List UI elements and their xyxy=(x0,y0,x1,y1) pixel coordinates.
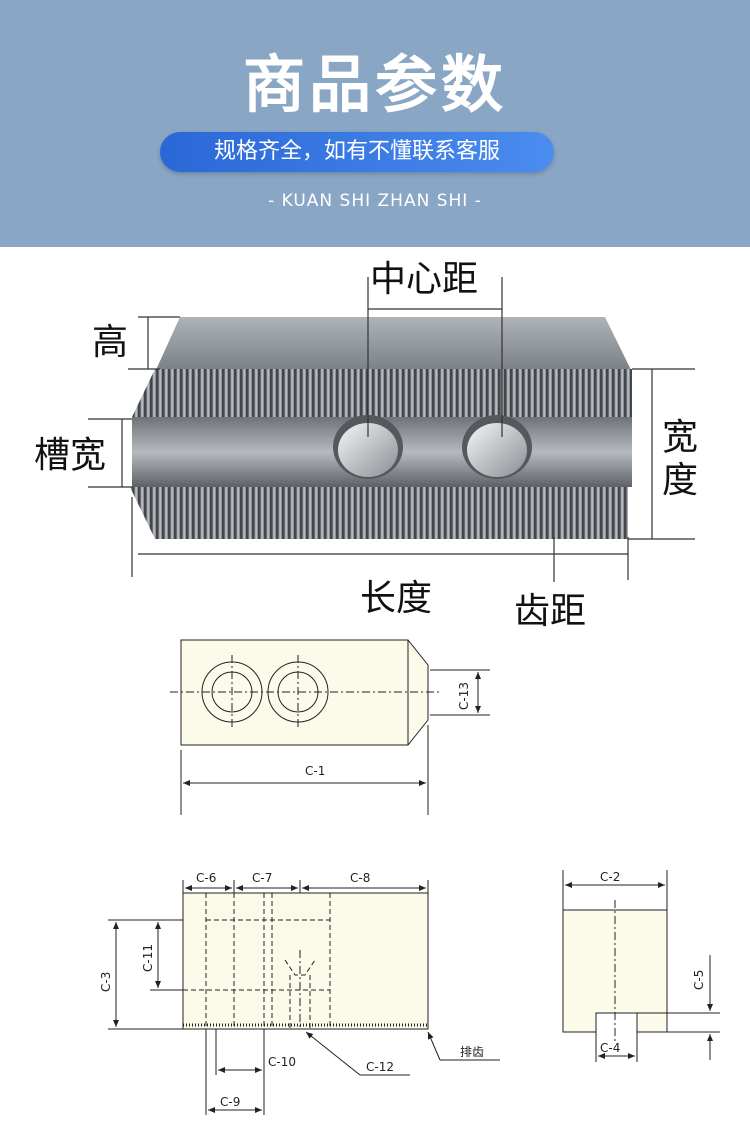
dim-c12: C-12 xyxy=(366,1060,394,1074)
label-center-distance: 中心距 xyxy=(370,259,479,300)
jaw-top-face xyxy=(155,317,632,372)
banner-pill-text: 规格齐全，如有不懂联系客服 xyxy=(213,139,500,164)
label-height: 高 xyxy=(92,322,129,363)
product-photo xyxy=(88,277,695,582)
label-length: 长度 xyxy=(360,578,433,619)
dim-c11: C-11 xyxy=(141,944,155,972)
dim-c13: C-13 xyxy=(457,682,471,710)
technical-drawings: C-1 C-13 C-6 C-7 C-8 C-3 C-11 C-10 C-9 C… xyxy=(99,639,720,1115)
label-width-1: 宽 xyxy=(662,417,699,458)
dim-c10: C-10 xyxy=(268,1055,296,1069)
dim-c7: C-7 xyxy=(252,871,272,885)
dim-c1: C-1 xyxy=(305,764,325,778)
dim-c9: C-9 xyxy=(220,1095,240,1109)
header-banner: 商品参数 规格齐全，如有不懂联系客服 - KUAN SHI ZHAN SHI - xyxy=(0,0,750,247)
jaw-upper-teeth xyxy=(132,369,632,417)
dim-c2: C-2 xyxy=(600,870,620,884)
dim-c3: C-3 xyxy=(99,972,113,992)
front-view-body xyxy=(182,892,429,1030)
label-tooth-pitch: 齿距 xyxy=(514,591,587,632)
banner-pill: 规格齐全，如有不懂联系客服 xyxy=(160,132,554,172)
dim-c4: C-4 xyxy=(600,1041,620,1055)
dim-c6: C-6 xyxy=(196,871,216,885)
jaw-lower-teeth xyxy=(130,487,628,539)
label-slot-width: 槽宽 xyxy=(34,435,107,476)
dim-c8: C-8 xyxy=(350,871,370,885)
banner-subtitle: - KUAN SHI ZHAN SHI - xyxy=(268,191,482,211)
dim-c5: C-5 xyxy=(692,970,706,990)
label-width-2: 度 xyxy=(662,460,699,501)
banner-title: 商品参数 xyxy=(242,48,507,121)
dim-serration: 排齿 xyxy=(460,1045,484,1059)
